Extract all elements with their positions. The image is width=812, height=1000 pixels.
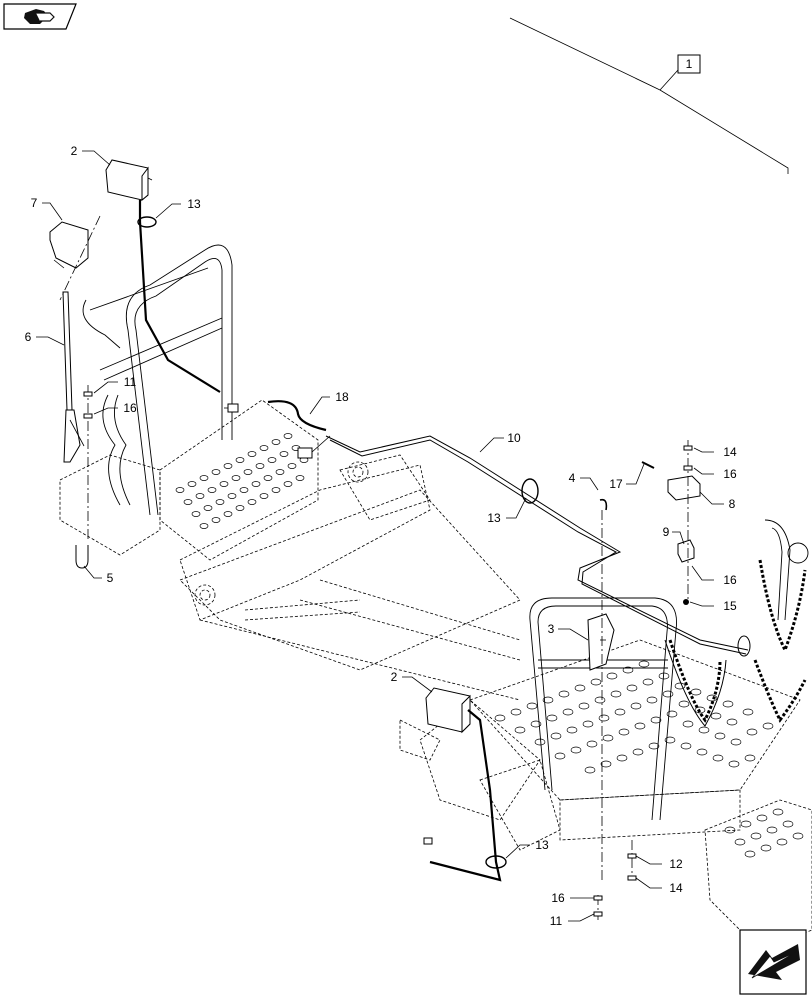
- top-light-harness: [138, 200, 221, 393]
- nut-15[interactable]: [683, 599, 689, 605]
- callout-5: 5: [107, 571, 114, 585]
- assembly-label: 1: [686, 57, 693, 71]
- back-nav-button[interactable]: [3, 3, 77, 30]
- light-mount-bracket-top[interactable]: [49, 221, 89, 269]
- bottom-harness-connector: [423, 837, 433, 845]
- callout-17: 17: [609, 477, 623, 491]
- u-bolt-left[interactable]: [75, 545, 89, 569]
- callout-13-mid: 13: [487, 511, 501, 525]
- hand-pointing-left-icon: [24, 9, 55, 24]
- bolt-4[interactable]: [599, 498, 608, 511]
- lower-right-step: [704, 799, 812, 951]
- work-light-top[interactable]: [105, 159, 153, 202]
- next-page-button[interactable]: [739, 929, 807, 995]
- callout-18: 18: [335, 390, 349, 404]
- callout-4: 4: [569, 471, 576, 485]
- arrow-forward-to-next-page-icon: [748, 944, 800, 980]
- right-handrail: [529, 519, 809, 821]
- bottom-washers: [593, 853, 637, 917]
- mounting-plate-8[interactable]: [667, 475, 701, 501]
- callout-2-bottom: 2: [391, 670, 398, 684]
- relay-9[interactable]: [677, 539, 695, 563]
- callout-2-top: 2: [71, 144, 78, 158]
- callout-15: 15: [723, 599, 737, 613]
- assembly-bracket: [509, 17, 789, 174]
- callout-11-bottom: 11: [550, 914, 563, 928]
- screw-17[interactable]: [641, 461, 655, 469]
- right-washers: [683, 445, 693, 471]
- work-light-bottom[interactable]: [425, 687, 471, 734]
- callout-13-top: 13: [187, 197, 201, 211]
- light-mount-post[interactable]: [62, 291, 85, 463]
- bottom-light-harness: [429, 709, 502, 882]
- callout-12: 12: [669, 857, 683, 871]
- callout-3: 3: [548, 622, 555, 636]
- callout-16-right-top: 16: [723, 467, 737, 481]
- callout-16-bottom: 16: [551, 891, 565, 905]
- left-handrail: [82, 244, 233, 516]
- callout-6: 6: [25, 330, 32, 344]
- cable-tie-mid: [521, 478, 539, 504]
- callout-leaders: [36, 150, 724, 922]
- callout-13-bottom: 13: [535, 838, 549, 852]
- callout-14-top: 14: [723, 445, 737, 459]
- cable-tie-top: [137, 216, 157, 228]
- callout-7: 7: [31, 196, 38, 210]
- callout-14-bottom: 14: [669, 881, 683, 895]
- top-harness-connector: [224, 403, 239, 413]
- harness-connector-18[interactable]: [267, 400, 331, 459]
- callout-9: 9: [663, 525, 670, 539]
- right-step-grate: [469, 639, 801, 841]
- callout-16-right-mid: 16: [723, 573, 737, 587]
- left-step-grate: [159, 399, 319, 561]
- callout-16-left: 16: [123, 401, 137, 415]
- mounting-bracket-3[interactable]: [587, 613, 615, 671]
- centerline-light-bracket: [59, 215, 101, 301]
- cable-tie-bottom: [485, 855, 507, 869]
- main-frame-chassis: [59, 454, 561, 851]
- callout-11-left: 11: [124, 375, 137, 389]
- left-washer-nut: [83, 391, 93, 419]
- callout-10: 10: [507, 431, 521, 445]
- callout-8: 8: [729, 497, 736, 511]
- hanging-chains: [664, 559, 807, 727]
- main-wiring-harness[interactable]: [325, 435, 751, 657]
